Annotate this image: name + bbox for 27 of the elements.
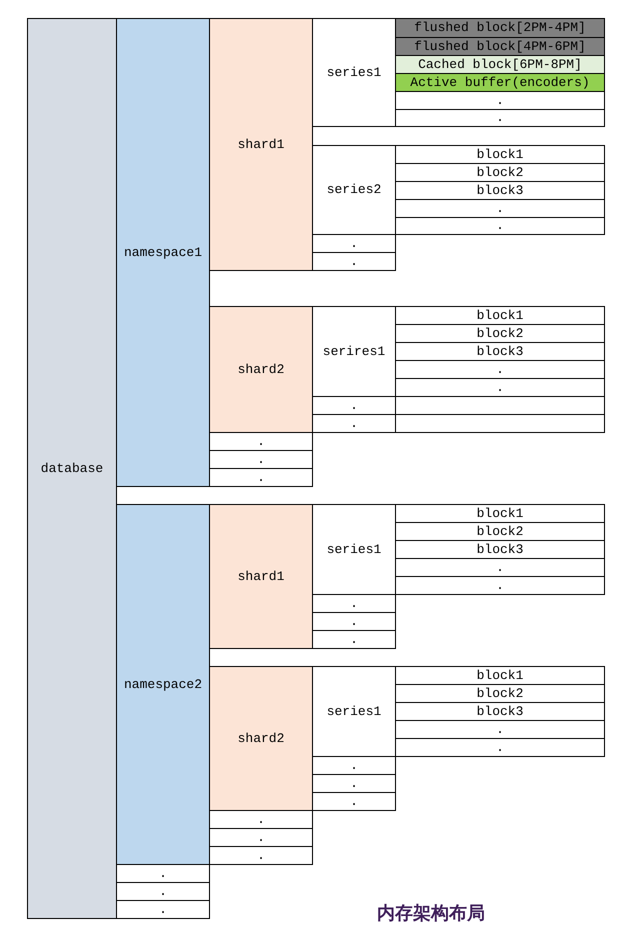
shard-panel: shard2 [209,306,313,433]
continuation-row: . [395,109,605,127]
continuation-row: . [395,217,605,235]
database-column: database [27,18,117,919]
continuation-row: . [395,738,605,757]
shard-panel: shard1 [209,18,313,271]
buffer-row: Active buffer(encoders) [395,73,605,92]
namespace-panel: namespace1 [116,18,210,487]
block-row: block1 [395,666,605,685]
shard-panel: shard1 [209,504,313,649]
block-row: block1 [395,504,605,523]
caption: 内存架构布局 [377,902,485,925]
block-row: block1 [395,145,605,164]
continuation-row: . [312,792,396,811]
shard-panel: shard2 [209,666,313,811]
continuation-row: . [209,468,313,487]
block-row: block1 [395,306,605,325]
continuation-row: . [312,252,396,271]
continuation-row: . [395,576,605,595]
block-row: Cached block[6PM-8PM] [395,55,605,74]
continuation-row: . [312,630,396,649]
continuation-row: . [116,900,210,919]
block-row: flushed block[2PM-4PM] [395,18,605,38]
namespace-panel: namespace2 [116,504,210,865]
series-panel: series1 [312,18,396,127]
block-row: flushed block[4PM-6PM] [395,37,605,56]
continuation-row: . [209,846,313,865]
